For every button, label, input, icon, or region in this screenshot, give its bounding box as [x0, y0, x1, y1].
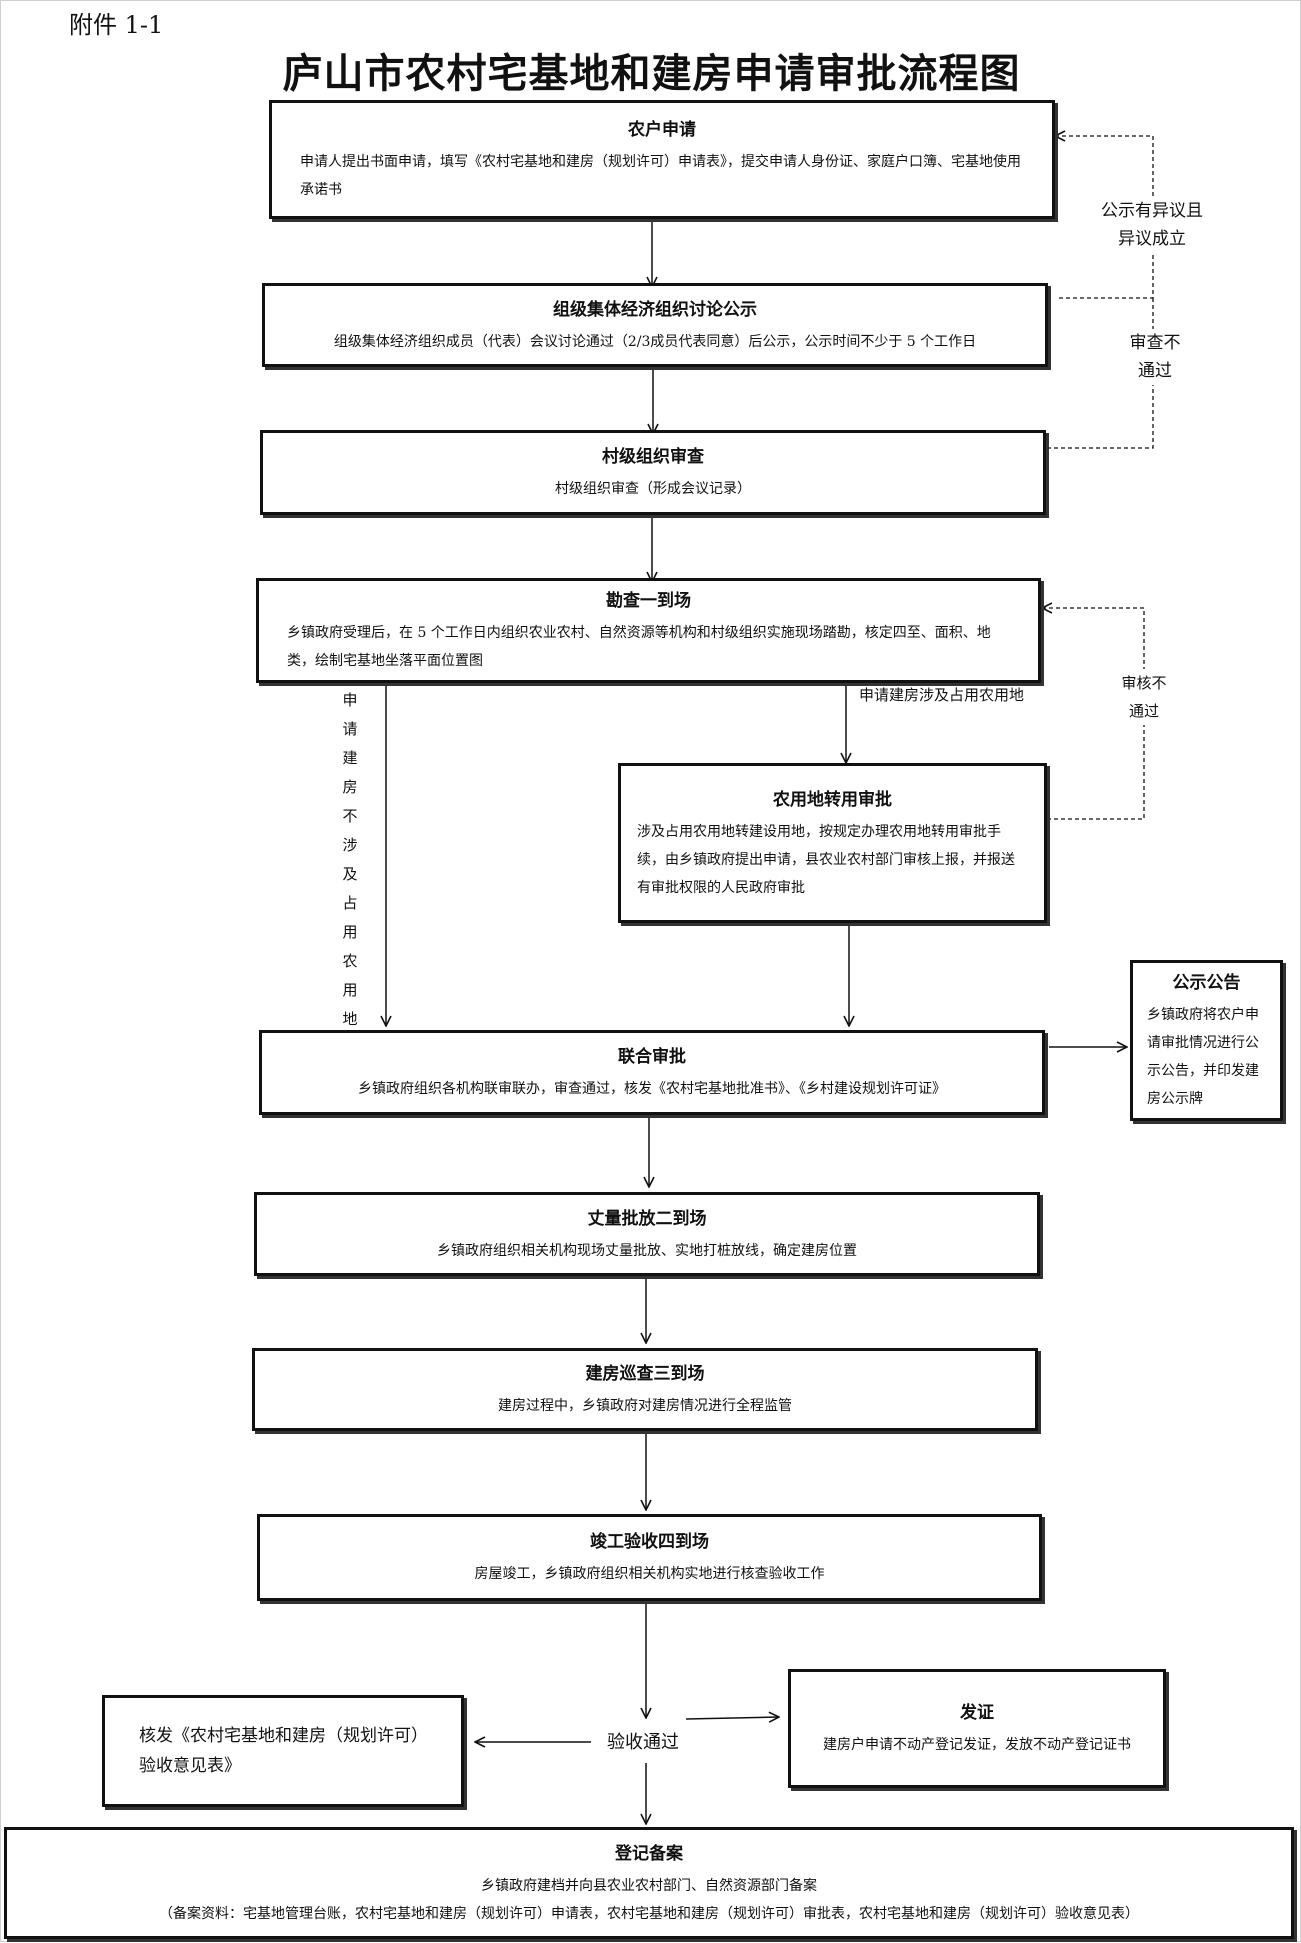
discuss-title: 组级集体经济组织讨论公示 [553, 299, 757, 320]
dashed-audit-fail-loop [1043, 608, 1145, 820]
no-farmland-char: 及 [342, 865, 358, 883]
review-fail-label: 审查不通过 [1125, 329, 1185, 385]
measure-desc: 乡镇政府组织相关机构现场丈量批放、实地打桩放线，确定建房位置 [437, 1242, 857, 1259]
no-farmland-char: 占 [342, 894, 358, 912]
cert-box: 发证 建房户申请不动产登记发证，发放不动产登记证书 [788, 1669, 1166, 1788]
opinion-desc: 核发《农村宅基地和建房（规划许可）验收意见表》 [139, 1726, 420, 1776]
joint-desc: 乡镇政府组织各机构联审联办，审查通过，核发《农村宅基地批准书》、《乡村建设规划许… [358, 1081, 946, 1097]
notice-desc: 乡镇政府将农户申请审批情况进行公示公告，并印发建房公示牌 [1147, 1007, 1259, 1107]
no-farmland-char: 地 [342, 1010, 358, 1028]
inspect-desc: 建房过程中，乡镇政府对建房情况进行全程监管 [498, 1398, 792, 1414]
opinion-box: 核发《农村宅基地和建房（规划许可）验收意见表》 [102, 1695, 464, 1807]
inspect-title: 建房巡查三到场 [585, 1364, 705, 1384]
no-farmland-char: 用 [342, 981, 358, 999]
involves-farmland-label: 申请建房涉及占用农用地 [859, 686, 1025, 704]
village-desc: 村级组织审查（形成会议记录） [555, 481, 751, 497]
no-farmland-char: 农 [342, 952, 358, 970]
survey-title: 勘查一到场 [606, 591, 691, 611]
discuss-desc: 组级集体经济组织成员（代表）会议讨论通过（2/3成员代表同意）后公示，公示时间不… [333, 333, 977, 350]
joint-box: 联合审批 乡镇政府组织各机构联审联办，审查通过，核发《农村宅基地批准书》、《乡村… [259, 1030, 1045, 1115]
arrow-passed-cert [685, 1717, 778, 1719]
farmland-box: 农用地转用审批 涉及占用农用地转建设用地，按规定办理农用地转用审批手续，由乡镇政… [618, 763, 1047, 923]
no-farmland-char: 用 [342, 923, 358, 941]
notice-title: 公示公告 [1172, 973, 1241, 993]
complete-desc: 房屋竣工，乡镇政府组织相关机构实地进行核查验收工作 [474, 1566, 825, 1582]
apply-box: 农户申请 申请人提出书面申请，填写《农村宅基地和建房（规划许可）申请表》，提交申… [269, 100, 1055, 219]
no-farmland-char: 涉 [342, 836, 358, 854]
complete-title: 竣工验收四到场 [590, 1532, 709, 1552]
survey-desc: 乡镇政府受理后，在 5 个工作日内组织农业农村、自然资源等机构和村级组织实施现场… [287, 625, 991, 669]
objection-label: 公示有异议且异议成立 [1097, 197, 1207, 253]
cert-desc: 建房户申请不动产登记发证，发放不动产登记证书 [823, 1737, 1131, 1753]
measure-box: 丈量批放二到场 乡镇政府组织相关机构现场丈量批放、实地打桩放线，确定建房位置 [254, 1192, 1040, 1276]
no-farmland-label: 申请建房不涉及占用农用地 [340, 686, 360, 1034]
page-title: 庐山市农村宅基地和建房申请审批流程图 [282, 51, 1021, 97]
discuss-box: 组级集体经济组织讨论公示 组级集体经济组织成员（代表）会议讨论通过（2/3成员代… [262, 283, 1048, 367]
farmland-title: 农用地转用审批 [773, 789, 892, 810]
apply-title: 农户申请 [628, 120, 696, 140]
notice-box: 公示公告 乡镇政府将农户申请审批情况进行公示公告，并印发建房公示牌 [1130, 960, 1283, 1121]
measure-title: 丈量批放二到场 [587, 1208, 707, 1229]
village-box: 村级组织审查 村级组织审查（形成会议记录） [260, 430, 1046, 515]
apply-desc: 申请人提出书面申请，填写《农村宅基地和建房（规划许可）申请表》，提交申请人身份证… [300, 154, 1021, 198]
attachment-label: 附件 1-1 [69, 11, 164, 39]
village-title: 村级组织审查 [602, 447, 704, 467]
inspect-box: 建房巡查三到场 建房过程中，乡镇政府对建房情况进行全程监管 [252, 1348, 1038, 1431]
no-farmland-char: 请 [342, 720, 358, 738]
complete-box: 竣工验收四到场 房屋竣工，乡镇政府组织相关机构实地进行核查验收工作 [257, 1514, 1042, 1601]
no-farmland-char: 房 [342, 778, 358, 796]
record-materials: （备案资料：宅基地管理台账，农村宅基地和建房（规划许可）申请表，农村宅基地和建房… [159, 1905, 1139, 1922]
audit-fail-label: 审核不通过 [1115, 669, 1173, 725]
no-farmland-char: 不 [342, 807, 358, 825]
joint-title: 联合审批 [618, 1047, 686, 1067]
cert-title: 发证 [960, 1703, 994, 1723]
record-desc: 乡镇政府建档并向县农业农村部门、自然资源部门备案 [481, 1877, 817, 1894]
no-farmland-char: 建 [342, 749, 358, 767]
record-box: 登记备案 乡镇政府建档并向县农业农村部门、自然资源部门备案 （备案资料：宅基地管… [4, 1827, 1294, 1939]
farmland-desc: 涉及占用农用地转建设用地，按规定办理农用地转用审批手续，由乡镇政府提出申请，县农… [637, 823, 1015, 896]
survey-box: 勘查一到场 乡镇政府受理后，在 5 个工作日内组织农业农村、自然资源等机构和村级… [256, 578, 1041, 683]
record-title: 登记备案 [615, 1843, 683, 1864]
no-farmland-char: 申 [342, 691, 358, 709]
passed-label: 验收通过 [607, 1732, 679, 1753]
